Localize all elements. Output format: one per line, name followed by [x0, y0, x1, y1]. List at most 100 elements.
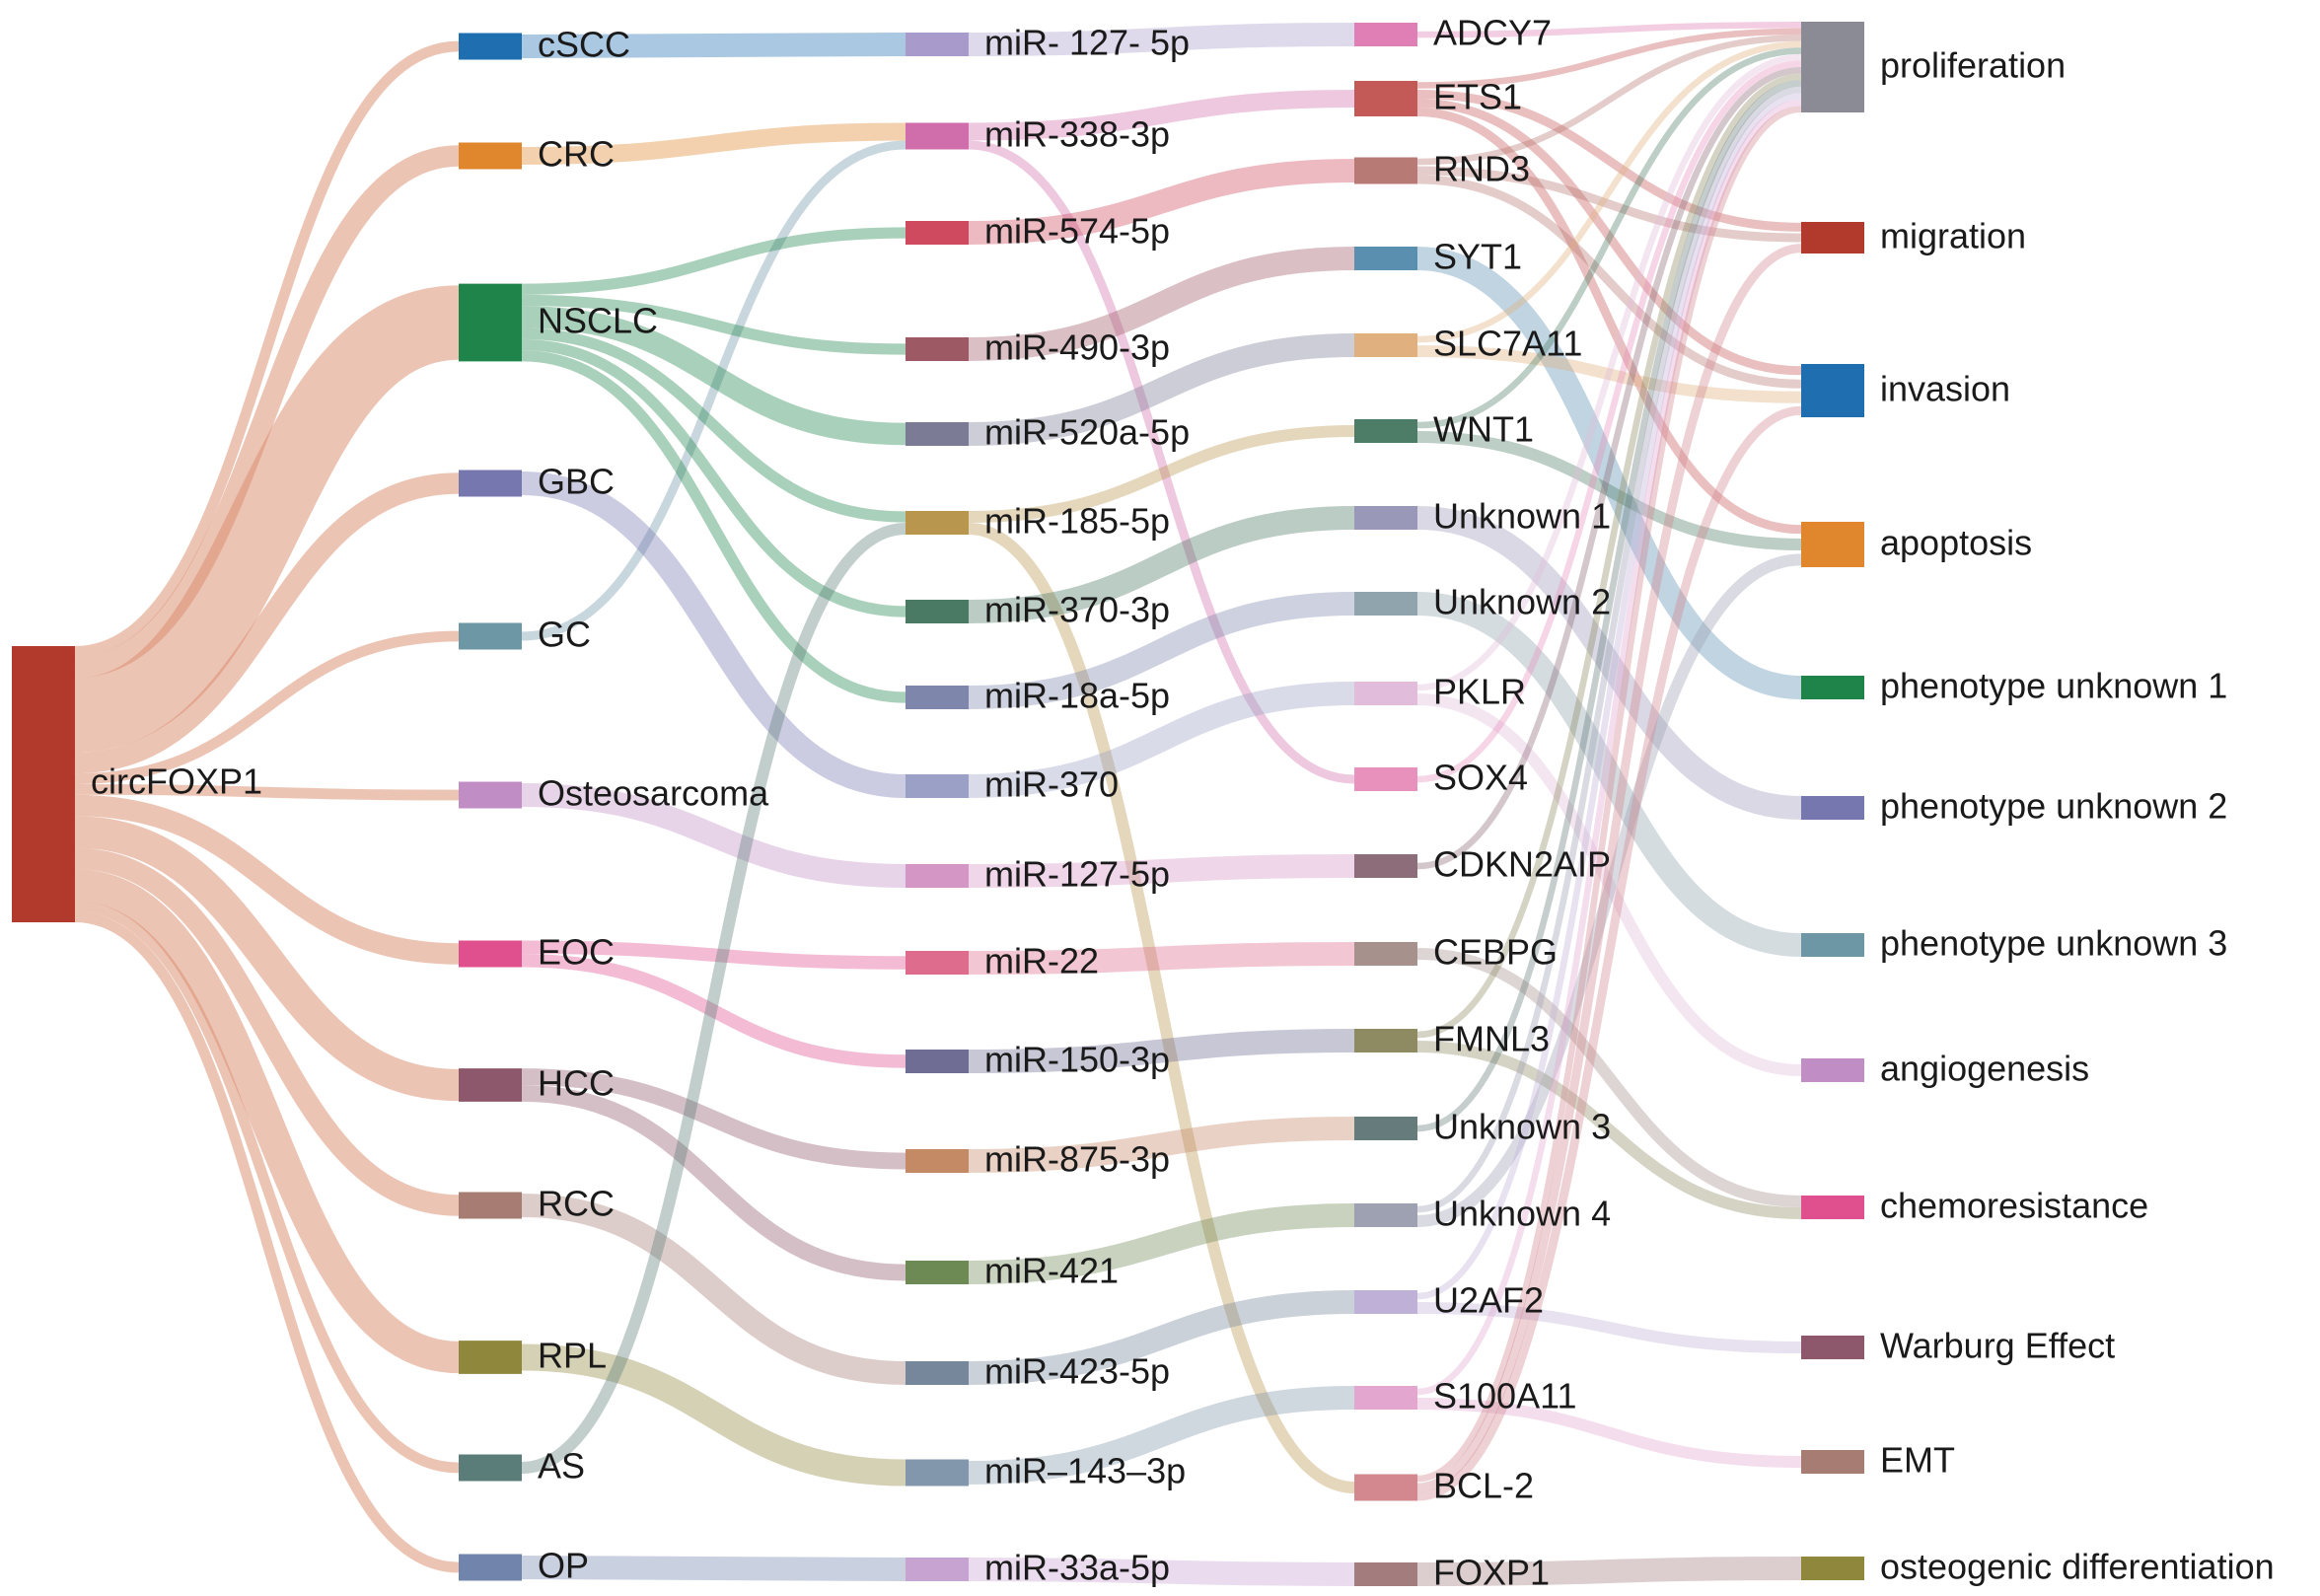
flow-circfoxp1-to-gbc [74, 472, 460, 774]
node-hcc [459, 1068, 522, 1102]
node-rcc [459, 1192, 522, 1219]
flow-ets1-to-migration [1416, 90, 1802, 232]
flow-bcl-2-to-invasion [1416, 405, 1802, 1501]
label-unknown-1: Unknown 1 [1433, 496, 1611, 537]
flow-unknown-4-to-apoptosis [1416, 553, 1802, 1227]
label-eoc: EOC [538, 932, 615, 973]
node-invasion [1801, 364, 1864, 417]
flow-as-to-mir-185-5p [521, 523, 906, 1474]
label-bcl-2: BCL-2 [1433, 1466, 1534, 1506]
node-migration [1801, 222, 1864, 254]
label-u2af2: U2AF2 [1433, 1280, 1544, 1321]
label-osteogenic-differentiation: osteogenic differentiation [1880, 1547, 2275, 1587]
label-unknown-4: Unknown 4 [1433, 1194, 1611, 1234]
flow-nsclc-to-mir-18a-5p [521, 350, 906, 703]
flow-osteosarcoma-to-mir-127-5p [521, 783, 906, 888]
flow-mir-18a-5p-to-unknown-2 [968, 592, 1355, 709]
node-unknown-2 [1354, 592, 1417, 616]
node-warburg-effect [1801, 1336, 1864, 1359]
label-unknown-3: Unknown 3 [1433, 1107, 1611, 1147]
node-fmnl3 [1354, 1029, 1417, 1052]
label-syt1: SYT1 [1433, 237, 1522, 277]
flow-mir-150-3p-to-fmnl3 [968, 1029, 1355, 1073]
label-adcy7: ADCY7 [1433, 13, 1552, 53]
flow-bcl-2-to-migration [1416, 244, 1802, 1492]
flow-s100a11-to-emt [1416, 1398, 1802, 1468]
node-op [459, 1554, 522, 1581]
node-mir-421 [906, 1261, 969, 1284]
flow-circfoxp1-to-rpl [74, 869, 460, 1374]
flow-unknown-3-to-proliferation [1416, 80, 1802, 1132]
flow-nsclc-to-mir-520a-5p [521, 306, 906, 446]
label-unknown-2: Unknown 2 [1433, 582, 1611, 622]
node-osteogenic-differentiation [1801, 1557, 1864, 1580]
flow-mir-574-5p-to-rnd3 [968, 159, 1355, 245]
label-migration: migration [1880, 216, 2026, 256]
label-mir-127-5p: miR‐ 127‐ 5p [984, 23, 1190, 63]
node-mir-574-5p [906, 221, 969, 245]
flow-wnt1-to-proliferation [1416, 47, 1802, 429]
label-op: OP [538, 1546, 589, 1586]
flow-cscc-to-mir-127-5p [521, 33, 906, 58]
flow-mir-370-to-pklr [968, 682, 1355, 798]
label-osteosarcoma: Osteosarcoma [538, 773, 769, 814]
flow-hcc-to-mir-421 [521, 1085, 906, 1281]
flow-rnd3-to-migration [1416, 166, 1802, 243]
flow-eoc-to-mir-22 [521, 940, 906, 970]
label-s100a11: S100A11 [1433, 1376, 1576, 1416]
label-mir-370: miR-370 [984, 764, 1119, 805]
flow-adcy7-to-proliferation [1416, 21, 1802, 38]
flow-ets1-to-proliferation [1416, 28, 1802, 89]
flow-crc-to-mir-338-3p [521, 122, 906, 165]
flow-u2af2-to-proliferation [1416, 93, 1802, 1300]
flow-nsclc-to-mir-185-5p [521, 327, 906, 523]
label-mir-143-3p: miR–143–3p [984, 1451, 1186, 1491]
label-nsclc: NSCLC [538, 301, 658, 341]
flow-rnd3-to-proliferation [1416, 35, 1802, 166]
node-crc [459, 142, 522, 170]
flow-cdkn2aip-to-proliferation [1416, 67, 1802, 870]
label-cscc: cSCC [538, 25, 630, 65]
node-cdkn2aip [1354, 854, 1417, 878]
flow-pklr-to-angiogenesis [1416, 693, 1802, 1076]
flow-rnd3-to-invasion [1416, 175, 1802, 389]
flow-nsclc-to-mir-370-3p [521, 338, 906, 617]
label-apoptosis: apoptosis [1880, 523, 2032, 563]
node-s100a11 [1354, 1386, 1417, 1410]
node-mir-338-3p [906, 122, 969, 150]
label-mir-22: miR-22 [984, 941, 1099, 981]
flow-mir-143-3p-to-s100a11 [968, 1386, 1355, 1485]
node-mir-127-5p [906, 33, 969, 56]
node-foxp1 [1354, 1562, 1417, 1586]
sankey-labels: circFOXP1cSCCCRCNSCLCGBCGCOsteosarcomaEO… [91, 13, 2275, 1593]
node-cscc [459, 33, 522, 60]
label-sox4: SOX4 [1433, 758, 1528, 798]
label-wnt1: WNT1 [1433, 409, 1534, 450]
label-fmnl3: FMNL3 [1433, 1019, 1550, 1059]
flow-cebpg-to-chemoresistance [1416, 948, 1802, 1207]
flow-circfoxp1-to-rcc [74, 847, 460, 1216]
node-pklr [1354, 682, 1417, 705]
node-phenotype-unknown-2 [1801, 796, 1864, 820]
flow-mir-520a-5p-to-slc7a11 [968, 333, 1355, 446]
node-slc7a11 [1354, 333, 1417, 357]
node-wnt1 [1354, 419, 1417, 443]
flow-unknown-2-to-phenotype-unknown-3 [1416, 592, 1802, 957]
node-mir-127-5p [906, 864, 969, 888]
node-as [459, 1454, 522, 1482]
flow-mir-185-5p-to-wnt1 [968, 425, 1355, 523]
flow-wnt1-to-apoptosis [1416, 431, 1802, 550]
node-mir-22 [906, 951, 969, 975]
node-chemoresistance [1801, 1196, 1864, 1219]
flow-gbc-to-mir-370 [521, 472, 906, 798]
label-mir-127-5p: miR-127-5p [984, 854, 1170, 895]
label-proliferation: proliferation [1880, 45, 2066, 86]
node-unknown-3 [1354, 1117, 1417, 1140]
node-mir-520a-5p [906, 422, 969, 446]
flow-mir-338-3p-to-ets1 [968, 90, 1355, 141]
label-circfoxp1: circFOXP1 [91, 762, 262, 802]
flow-unknown-1-to-phenotype-unknown-2 [1416, 506, 1802, 820]
label-mir-490-3p: miR-490-3p [984, 327, 1170, 368]
flow-mir-423-5p-to-u2af2 [968, 1290, 1355, 1385]
flow-circfoxp1-to-cscc [74, 40, 460, 657]
